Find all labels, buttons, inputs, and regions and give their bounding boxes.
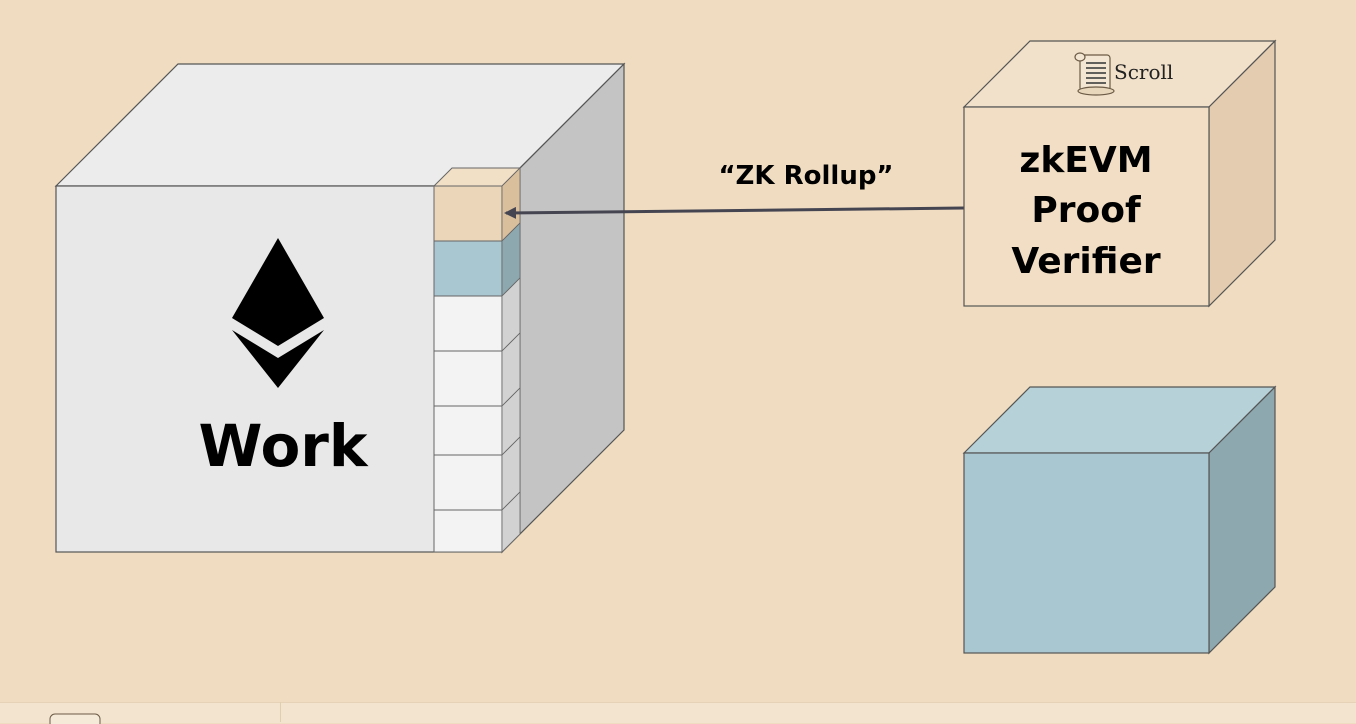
scroll-brand-label: Scroll: [1114, 60, 1173, 84]
work-label: Work: [199, 412, 369, 480]
zk-rollup-arrow: “ZK Rollup”: [504, 161, 965, 219]
work-block: Work: [54, 62, 626, 554]
bottom-divider: [280, 702, 281, 722]
verifier-block-front-face: [963, 106, 1210, 307]
arrow-line: [504, 206, 965, 219]
stack-cell: [433, 240, 503, 297]
stack-cell: [433, 185, 503, 242]
verifier-line-1: zkEVM: [1019, 140, 1152, 181]
bottom-strip: [0, 702, 1356, 723]
stack-cell: [433, 295, 503, 352]
scroll-icon: [49, 713, 101, 724]
blue-block: [962, 385, 1277, 655]
blue-block-front-face: [963, 452, 1210, 654]
stack-cell: [433, 350, 503, 407]
stack-cell: [433, 405, 503, 456]
verifier-block: Scroll zkEVM Proof Verifier: [962, 39, 1277, 308]
stack-cell: [433, 509, 503, 553]
verifier-line-2: Proof: [1031, 190, 1141, 231]
ethereum-icon: [232, 238, 324, 388]
block-stack: [432, 166, 522, 554]
stack-cell: [433, 454, 503, 511]
scroll-icon: [1074, 52, 1115, 96]
stack-cell-side: [501, 491, 521, 553]
arrow-label: “ZK Rollup”: [718, 161, 893, 191]
verifier-line-3: Verifier: [1011, 241, 1161, 282]
